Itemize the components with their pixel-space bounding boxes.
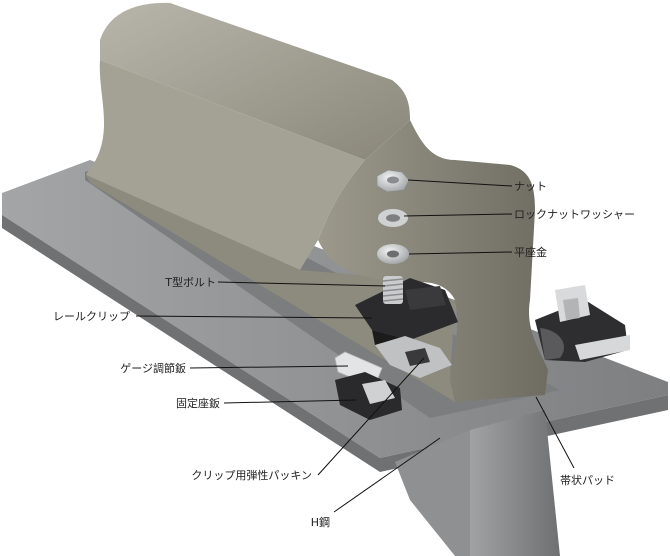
- label-nut: ナット: [514, 180, 547, 193]
- rail-end-face: [318, 120, 548, 402]
- leader-clip-pad: [317, 357, 425, 476]
- leader-lines: [135, 179, 575, 513]
- flat-washer: [377, 244, 409, 264]
- clip-pad: [375, 336, 452, 378]
- h-steel-web-side: [395, 430, 470, 556]
- fixed-plate: [335, 372, 402, 420]
- leader-h-steel: [333, 437, 441, 513]
- leader-rail-clip: [135, 315, 373, 319]
- lock-washer: [378, 209, 408, 227]
- leader-t-bolt: [217, 281, 386, 287]
- label-fixed-plate: 固定座鈑: [176, 396, 220, 410]
- label-strip-pad: 帯状パッド: [560, 473, 615, 487]
- rail-foot: [86, 175, 455, 402]
- leader-fixed-plate: [223, 399, 357, 404]
- labels: ナット ロックナットワッシャー 平座金 T型ボルト レールクリップ ゲージ調節鈑…: [53, 180, 635, 529]
- label-clip-pad: クリップ用弾性パッキン: [191, 468, 312, 482]
- rail-head-side: [86, 40, 365, 270]
- nut: [376, 169, 410, 193]
- leader-flat-washer: [408, 251, 513, 255]
- leader-lock-washer: [403, 213, 513, 217]
- h-steel-web: [470, 410, 560, 556]
- rail: [86, 2, 548, 402]
- rail-head-top: [100, 2, 410, 161]
- leader-nut: [407, 179, 513, 187]
- label-t-bolt: T型ボルト: [164, 275, 216, 289]
- rail-clip-right: [535, 285, 630, 362]
- leader-gauge-plate: [189, 365, 349, 369]
- leader-strip-pad: [535, 396, 575, 469]
- label-h-steel: H鋼: [311, 515, 330, 529]
- label-rail-clip: レールクリップ: [53, 310, 130, 323]
- label-flat-washer: 平座金: [514, 245, 547, 259]
- label-lock-washer: ロックナットワッシャー: [514, 208, 635, 221]
- t-bolt: [382, 276, 404, 304]
- label-gauge-plate: ゲージ調節鈑: [120, 361, 186, 375]
